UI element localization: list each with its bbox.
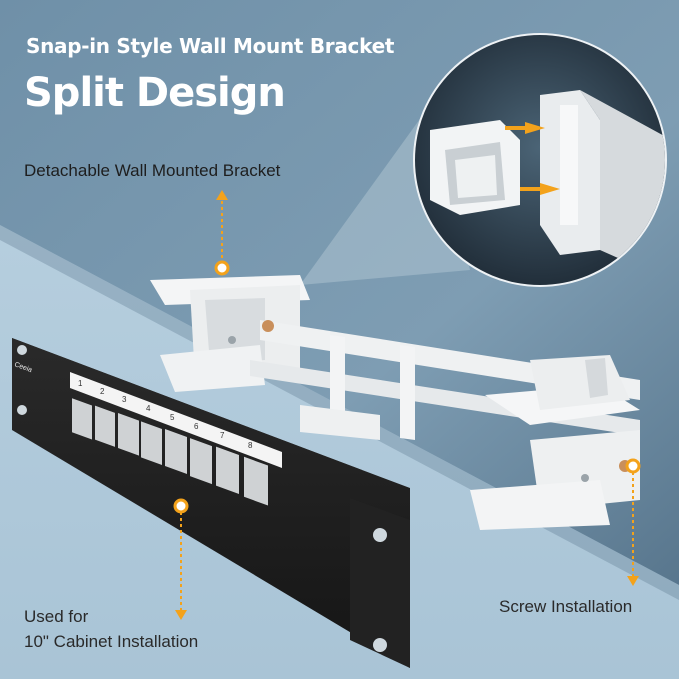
- header-title: Split Design: [24, 70, 286, 116]
- screw-icon: [262, 320, 274, 332]
- patch-panel: 1 2 3 4 5 6 7 8 Ceeia: [12, 338, 410, 668]
- zoom-arrow-bottom-icon: [540, 183, 560, 195]
- port-number: 2: [100, 387, 105, 396]
- port-number: 8: [248, 441, 253, 450]
- ethernet-ports: [72, 398, 268, 506]
- arrow-down-icon: [175, 610, 187, 620]
- mount-hole: [373, 638, 387, 652]
- callout-screw-label: Screw Installation: [499, 597, 633, 616]
- port-number: 5: [170, 413, 175, 422]
- mount-hole: [17, 345, 27, 355]
- port-number-labels: 1 2 3 4 5 6 7 8: [78, 379, 253, 450]
- port-number: 4: [146, 404, 151, 413]
- callout-dot: [214, 260, 230, 276]
- wall-mount-bracket: [150, 275, 640, 530]
- zoom-arrow-top-icon: [525, 122, 545, 134]
- callout-detachable-label: Detachable Wall Mounted Bracket: [24, 161, 281, 180]
- port-number: 6: [194, 422, 199, 431]
- callout-markers: [173, 190, 641, 620]
- header-subtitle: Snap-in Style Wall Mount Bracket: [26, 34, 395, 58]
- callout-used-for-line2: 10" Cabinet Installation: [24, 632, 199, 651]
- callout-used-for-label: Used for 10" Cabinet Installation: [24, 604, 198, 654]
- port-number: 1: [78, 379, 83, 388]
- arrow-down-icon: [627, 576, 639, 586]
- port-number: 3: [122, 395, 127, 404]
- port-number: 7: [220, 431, 225, 440]
- arrow-up-icon: [216, 190, 228, 200]
- mount-hole: [17, 405, 27, 415]
- zoom-detail-circle: [413, 33, 667, 287]
- callout-used-for-line1: Used for: [24, 607, 89, 626]
- callout-dot: [173, 498, 189, 514]
- callout-dot: [625, 458, 641, 474]
- mount-hole: [373, 528, 387, 542]
